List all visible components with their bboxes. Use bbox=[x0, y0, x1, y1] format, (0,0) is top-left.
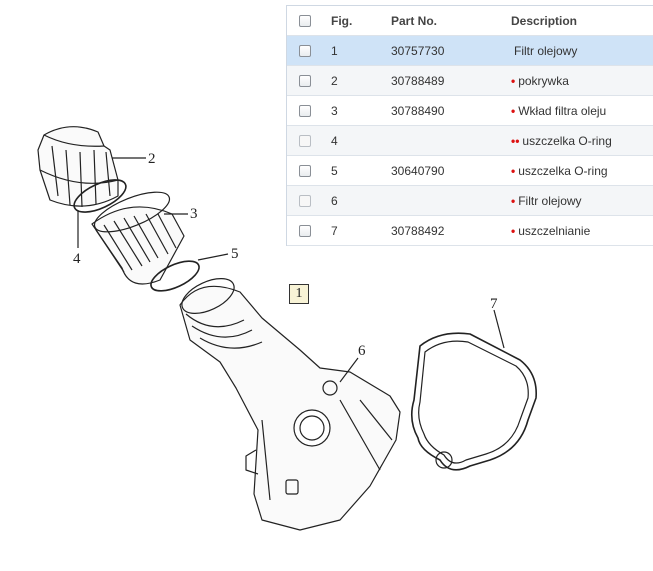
row-description: •pokrywka bbox=[511, 66, 569, 95]
row-bullet: • bbox=[511, 223, 516, 238]
cap-part bbox=[37, 126, 119, 208]
header-description: Description bbox=[511, 13, 578, 28]
table-row[interactable]: 4 ••uszczelka O-ring bbox=[287, 126, 653, 156]
row-checkbox[interactable] bbox=[299, 224, 311, 237]
row-description-text: Wkład filtra oleju bbox=[518, 103, 607, 118]
o-ring-small bbox=[150, 260, 200, 292]
row-part-no: 30788492 bbox=[391, 223, 445, 238]
row-fig: 3 bbox=[331, 103, 338, 118]
row-part-no: 30640790 bbox=[391, 163, 445, 178]
row-part-no: 30757730 bbox=[391, 43, 445, 58]
table-row[interactable]: 1 30757730 Filtr olejowy bbox=[287, 36, 653, 66]
row-fig: 2 bbox=[331, 73, 338, 88]
row-part-no: 30788490 bbox=[391, 103, 445, 118]
row-checkbox[interactable] bbox=[299, 74, 311, 87]
table-row[interactable]: 3 30788490 •Wkład filtra oleju bbox=[287, 96, 653, 126]
header-fig: Fig. bbox=[331, 13, 353, 28]
row-description: •Wkład filtra oleju bbox=[511, 96, 606, 125]
row-fig: 1 bbox=[331, 43, 338, 58]
row-description-text: Filtr olejowy bbox=[514, 43, 578, 58]
row-bullet: • bbox=[511, 163, 516, 178]
row-bullet: • bbox=[511, 193, 516, 208]
row-description: •uszczelnianie bbox=[511, 216, 590, 245]
row-checkbox[interactable] bbox=[299, 164, 311, 177]
row-fig: 7 bbox=[331, 223, 338, 238]
row-description-text: uszczelnianie bbox=[518, 223, 591, 238]
row-checkbox[interactable] bbox=[299, 44, 311, 57]
row-description-text: pokrywka bbox=[518, 73, 569, 88]
gasket-part bbox=[410, 332, 537, 471]
o-ring-large bbox=[73, 179, 127, 213]
callout-4: 4 bbox=[73, 251, 81, 267]
header-part-no: Part No. bbox=[391, 13, 438, 28]
table-row[interactable]: 5 30640790 •uszczelka O-ring bbox=[287, 156, 653, 186]
row-description: ••uszczelka O-ring bbox=[511, 126, 612, 155]
housing-part bbox=[179, 278, 401, 531]
table-row[interactable]: 7 30788492 •uszczelnianie bbox=[287, 216, 653, 246]
row-bullet: • bbox=[511, 103, 516, 118]
row-checkbox bbox=[299, 194, 311, 207]
row-part-no: 30788489 bbox=[391, 73, 445, 88]
row-bullet: •• bbox=[511, 133, 520, 148]
row-checkbox[interactable] bbox=[299, 104, 311, 117]
callout-6: 6 bbox=[358, 343, 366, 359]
callout-5: 5 bbox=[231, 246, 239, 262]
filter-element bbox=[91, 191, 185, 285]
row-fig: 5 bbox=[331, 163, 338, 178]
table-row[interactable]: 2 30788489 •pokrywka bbox=[287, 66, 653, 96]
row-description: •Filtr olejowy bbox=[511, 186, 582, 215]
select-all-checkbox[interactable] bbox=[299, 14, 311, 27]
table-header: Fig. Part No. Description bbox=[287, 6, 653, 36]
callout-2: 2 bbox=[148, 151, 156, 167]
row-description-text: uszczelka O-ring bbox=[518, 163, 608, 178]
row-fig: 6 bbox=[331, 193, 338, 208]
callout-7: 7 bbox=[490, 296, 498, 312]
row-description: Filtr olejowy bbox=[511, 36, 577, 65]
row-bullet: • bbox=[511, 73, 516, 88]
figure-reference-box[interactable]: 1 bbox=[289, 284, 309, 304]
row-description: •uszczelka O-ring bbox=[511, 156, 608, 185]
row-description-text: Filtr olejowy bbox=[518, 193, 582, 208]
row-checkbox bbox=[299, 134, 311, 147]
row-description-text: uszczelka O-ring bbox=[522, 133, 612, 148]
table-row[interactable]: 6 •Filtr olejowy bbox=[287, 186, 653, 216]
row-fig: 4 bbox=[331, 133, 338, 148]
callout-3: 3 bbox=[190, 206, 198, 222]
